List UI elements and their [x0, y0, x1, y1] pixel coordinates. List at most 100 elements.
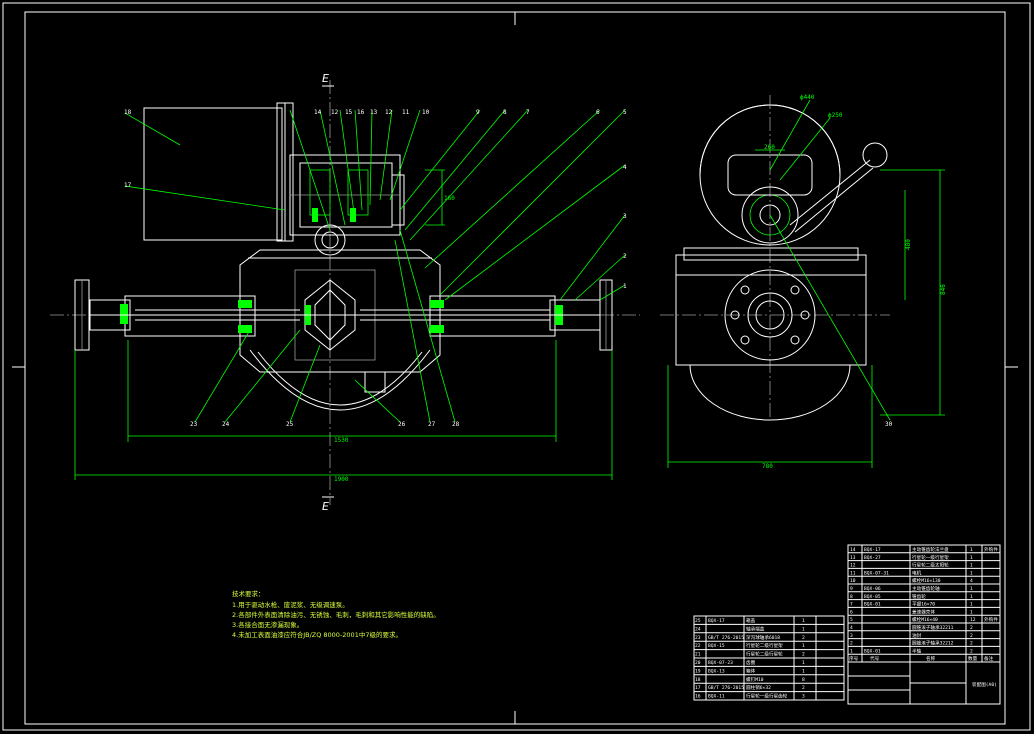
balloon-front-9: 9	[476, 109, 480, 116]
dim-side-width: 780	[762, 463, 773, 470]
balloon-front-4: 16	[357, 109, 365, 116]
parts-row-name: 螺栓M16×130	[912, 577, 941, 584]
parts-row-qty: 1	[970, 602, 973, 608]
parts-row-qty: 1	[970, 555, 973, 561]
parts-row-name: 行星轮一级行星架	[912, 554, 949, 561]
lower-parts-row-no: 17	[695, 685, 701, 691]
lower-parts-row-no: 25	[695, 618, 701, 624]
balloon-front-17: 1	[623, 283, 627, 290]
label-motor-18: 18	[124, 109, 132, 116]
lower-parts-row-qty: 3	[802, 694, 805, 700]
parts-row-code: BQX-06	[864, 586, 881, 592]
parts-row-qty: 4	[970, 578, 973, 584]
parts-header-name: 名称	[926, 655, 936, 662]
parts-row-qty: 1	[970, 563, 973, 569]
parts-row-name: 油封	[912, 632, 922, 639]
parts-row-qty: 2	[970, 625, 973, 631]
lower-parts-row-code: BQX-17	[708, 618, 725, 624]
parts-row-name: 差速器壳体	[912, 608, 935, 615]
parts-row-no: 2	[850, 641, 853, 647]
parts-row-no: 8	[850, 594, 853, 600]
parts-row-note: 外购件	[984, 616, 998, 623]
balloon-front-7: 11	[402, 109, 410, 116]
lower-parts-row-qty: 8	[802, 677, 805, 683]
parts-row-no: 11	[850, 570, 856, 576]
dim-pinion-dia: ф250	[828, 112, 843, 119]
lever-knob	[862, 142, 888, 168]
side-housing	[675, 254, 867, 366]
parts-row-code: BQX-27	[864, 555, 881, 561]
lower-parts-row-no: 20	[695, 660, 701, 666]
differential-housing	[239, 249, 441, 373]
lower-parts-row-name: 螺钉M10	[746, 676, 764, 683]
parts-row-code: BQX-07-31	[864, 570, 889, 576]
balloon-front-12: 6	[596, 109, 600, 116]
balloon-front-15: 3	[623, 213, 627, 220]
lower-parts-row-qty: 1	[802, 618, 805, 624]
balloon-front-3: 15	[345, 109, 353, 116]
lower-parts-row-no: 24	[695, 626, 701, 632]
lower-parts-row-no: 19	[695, 668, 701, 674]
lower-parts-row-name: 箱盖	[746, 617, 756, 624]
parts-row-qty: 1	[970, 547, 973, 553]
technical-notes: 技术要求： 1.用于驱动水枪、废泥浆、无级调速泵。 2.各部件外表面清除油污、无…	[232, 589, 440, 639]
parts-row-name: 电机	[912, 569, 922, 576]
parts-header-code: 代号	[870, 655, 880, 662]
parts-row-name: 圆锥滚子轴承32212	[912, 640, 954, 647]
balloon-front-2: 12	[331, 109, 339, 116]
lower-parts-row-name: 行星轮二级行星架	[746, 642, 783, 649]
lower-parts-row-no: 16	[695, 694, 701, 700]
balloon-bottom-4: 26	[398, 421, 406, 428]
lower-parts-row-qty: 1	[802, 668, 805, 674]
section-mark-top: E	[322, 72, 329, 85]
front-view: E E	[50, 72, 640, 513]
lower-parts-row-code: BQX-07-23	[708, 660, 733, 666]
parts-row-no: 6	[850, 609, 853, 615]
lower-parts-row-code: GB/T 276-2015	[708, 685, 744, 691]
lower-parts-row-code: GB/T 276-2015	[708, 635, 744, 641]
balloon-front-13: 5	[623, 109, 627, 116]
dim-overall-length: 1900	[334, 476, 349, 483]
axle-tube-right	[429, 295, 556, 337]
lower-parts-row-no: 22	[695, 643, 701, 649]
lower-parts-row-name: 箱体	[746, 667, 756, 674]
drawing-name: 装配图(A0)	[972, 681, 997, 688]
parts-row-qty: 1	[970, 594, 973, 600]
lower-parts-row-no: 18	[695, 677, 701, 683]
balloon-front-1: 14	[314, 109, 322, 116]
parts-row-name: 主动锥齿轮轴	[912, 585, 940, 592]
parts-row-no: 14	[850, 547, 856, 553]
balloon-front-8: 10	[422, 109, 430, 116]
parts-row-code: BQX-17	[864, 547, 881, 553]
parts-row-code: BQX-05	[864, 594, 881, 600]
parts-row-qty: 2	[970, 648, 973, 654]
dim-gear: 160	[444, 195, 455, 202]
dim-side-height: 846	[940, 284, 947, 295]
section-mark-bottom: E	[322, 500, 329, 513]
parts-row-name: 半轴	[912, 647, 922, 654]
balloon-bottom-6: 28	[452, 421, 460, 428]
balloon-bottom-2: 24	[222, 421, 230, 428]
lower-parts-row-name: 齿圈	[746, 660, 756, 666]
lower-parts-row-qty: 1	[802, 626, 805, 632]
lower-parts-row-name: 深沟球轴承6018	[746, 634, 780, 641]
note-line-1: 1.用于驱动水枪、废泥浆、无级调速泵。	[232, 600, 349, 609]
balloon-front-16: 2	[623, 253, 627, 260]
parts-row-name: 平键16×70	[912, 601, 935, 608]
parts-row-qty: 1	[970, 609, 973, 615]
balloon-front-6: 12	[385, 109, 393, 116]
lower-parts-row-name: 轴承端盖	[746, 625, 765, 632]
lower-parts-row-qty: 2	[802, 685, 805, 691]
note-line-2: 2.各部件外表面清除油污、无锈蚀、毛刺，毛刺和其它影响性能的缺陷。	[232, 610, 440, 619]
lower-parts-row-name: 行星轮一级行星齿轮	[746, 693, 788, 700]
lower-parts-row-no: 23	[695, 635, 701, 641]
side-view: 780 846 480 260 ф440 ф250 30	[660, 94, 947, 470]
parts-row-no: 4	[850, 625, 853, 631]
axle-tube-left	[124, 295, 256, 337]
lower-parts-row-code: BQX-11	[708, 694, 725, 700]
lower-parts-row-no: 21	[695, 652, 701, 658]
